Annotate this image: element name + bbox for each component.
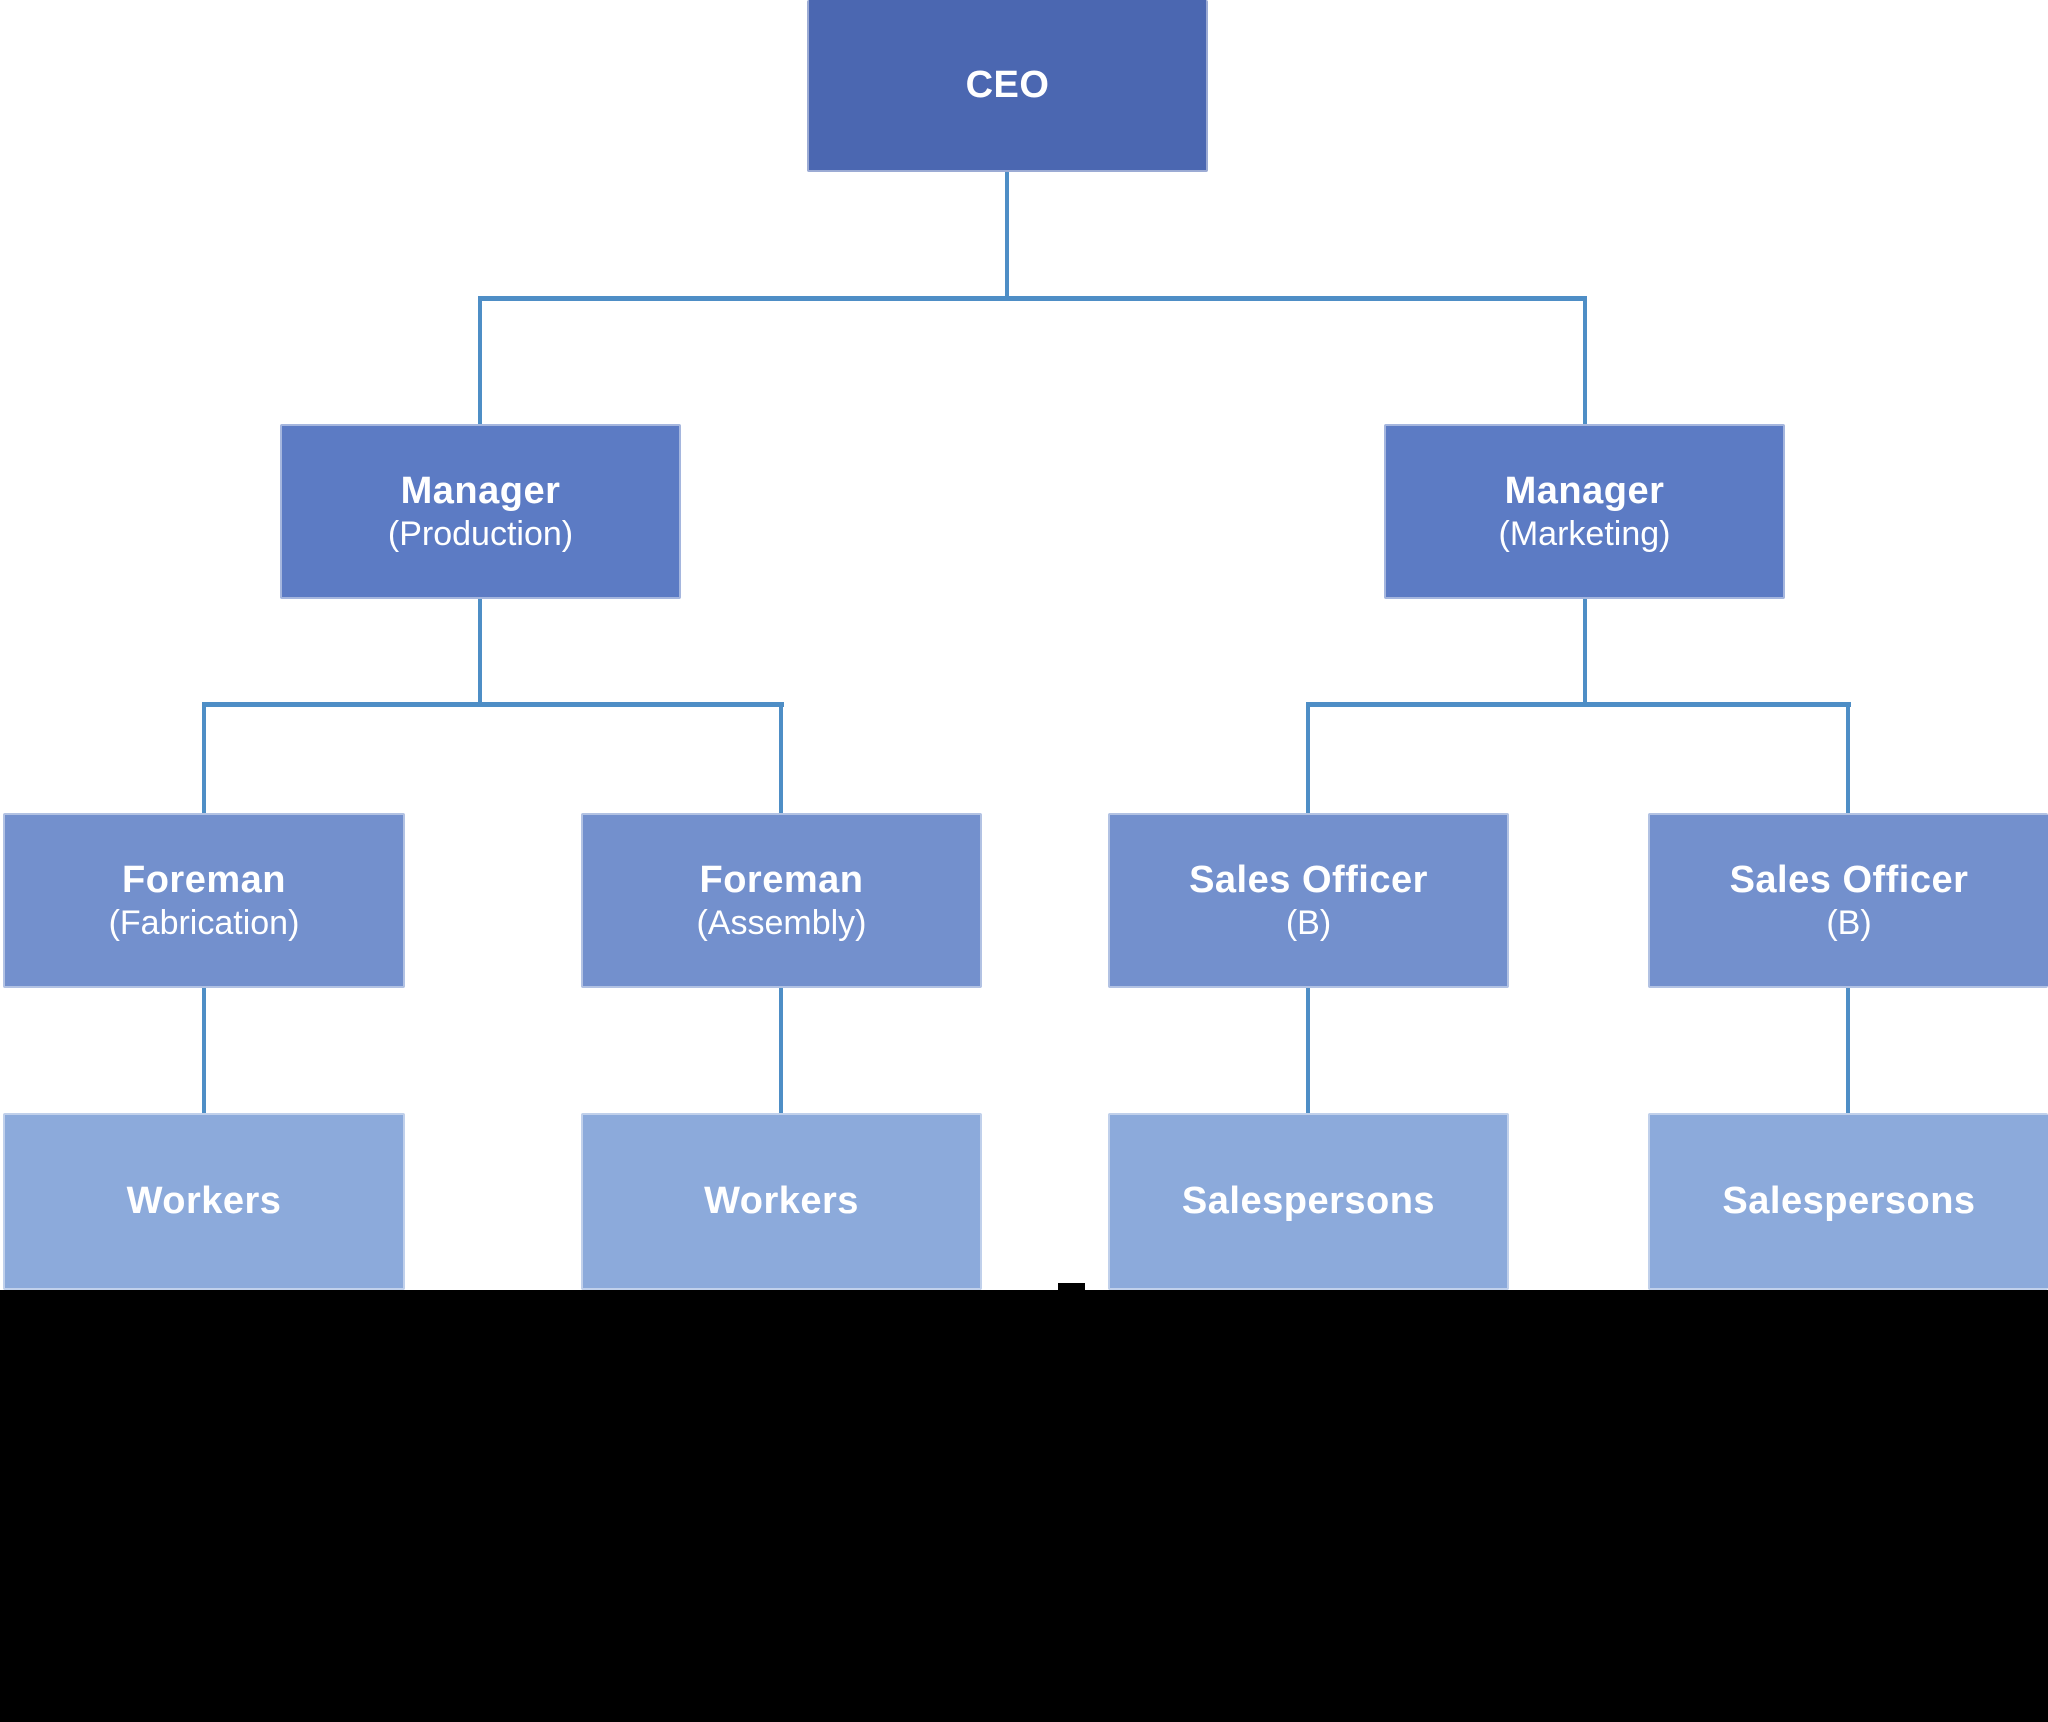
org-node-title: Foreman (699, 858, 864, 901)
connector-workers-fabrication (202, 988, 206, 1113)
org-node-salespersons-b2: Salespersons (1648, 1113, 2048, 1290)
org-node-foreman-fabrication: Foreman (Fabrication) (3, 813, 405, 988)
org-node-title: Workers (704, 1180, 859, 1223)
connector-workers-assembly (779, 988, 783, 1113)
org-node-salespersons-b1: Salespersons (1108, 1113, 1509, 1290)
connector-production-stem (478, 599, 482, 706)
org-node-title: Manager (400, 469, 561, 512)
redaction-notch (1058, 1283, 1085, 1293)
org-node-foreman-assembly: Foreman (Assembly) (581, 813, 982, 988)
org-node-title: Workers (126, 1180, 282, 1223)
connector-sales-officer-b1 (1306, 702, 1310, 813)
org-node-manager-marketing: Manager (Marketing) (1384, 424, 1785, 599)
org-node-title: Sales Officer (1189, 858, 1428, 901)
redaction-bar (0, 1290, 2048, 1722)
org-node-ceo: CEO (807, 0, 1208, 172)
org-node-subtitle: (B) (1826, 903, 1872, 942)
connector-salespersons-b1 (1306, 988, 1310, 1113)
connector-marketing-bus (1306, 702, 1851, 707)
connector-foreman-fabrication (202, 702, 206, 813)
connector-manager-marketing (1583, 296, 1587, 424)
org-node-subtitle: (Production) (387, 514, 574, 553)
org-node-title: CEO (965, 63, 1050, 106)
connector-salespersons-b2 (1846, 988, 1850, 1113)
connector-foreman-assembly (779, 702, 783, 813)
org-node-subtitle: (Fabrication) (108, 903, 300, 942)
org-node-title: Salespersons (1722, 1180, 1976, 1223)
org-node-sales-officer-b2: Sales Officer (B) (1648, 813, 2048, 988)
org-node-title: Sales Officer (1729, 858, 1969, 901)
org-node-title: Foreman (122, 858, 286, 901)
connector-ceo-stem (1005, 172, 1009, 300)
connector-production-bus (202, 702, 784, 707)
org-node-subtitle: (B) (1285, 903, 1332, 942)
org-node-subtitle: (Marketing) (1498, 514, 1671, 553)
connector-marketing-stem (1583, 599, 1587, 706)
org-node-subtitle: (Assembly) (696, 903, 867, 942)
connector-managers-bus (478, 296, 1587, 301)
org-node-title: Salespersons (1181, 1180, 1436, 1223)
org-node-workers-assembly: Workers (581, 1113, 982, 1290)
org-node-title: Manager (1504, 469, 1665, 512)
org-node-manager-production: Manager (Production) (280, 424, 681, 599)
org-node-sales-officer-b1: Sales Officer (B) (1108, 813, 1509, 988)
org-node-workers-fabrication: Workers (3, 1113, 405, 1290)
connector-sales-officer-b2 (1846, 702, 1850, 813)
connector-manager-production (478, 296, 482, 424)
